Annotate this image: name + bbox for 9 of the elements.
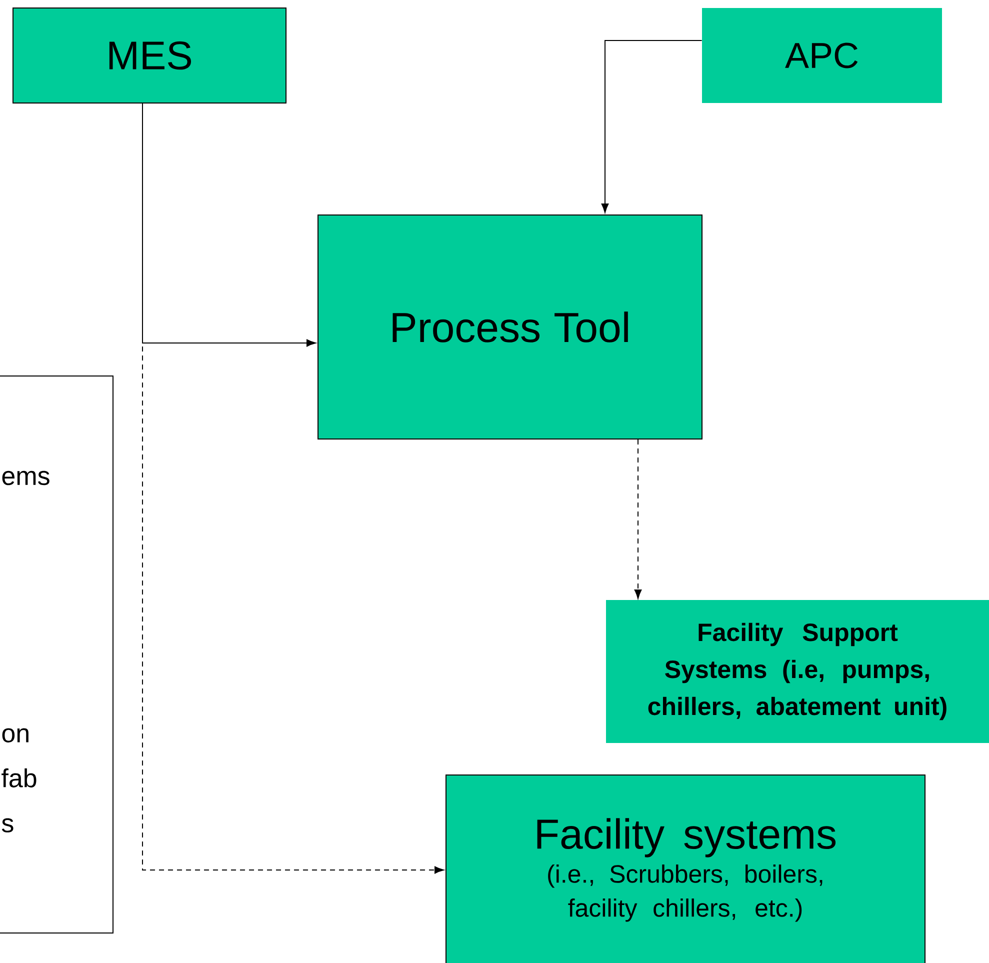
arrow <box>142 103 444 874</box>
arrow <box>634 439 642 599</box>
process-box: Facility Support Systems (i.e, pumps, chillers, abatement unit) <box>606 600 989 743</box>
process-box: APC <box>702 8 942 103</box>
process-box: MES <box>12 8 286 104</box>
process-box: Process Tool <box>318 214 702 440</box>
text-box: ems on fab s <box>0 376 114 934</box>
process-box: Facility systems (i.e., Scrubbers, boilers, facility chillers, etc.) <box>446 774 926 963</box>
arrow <box>601 40 702 213</box>
